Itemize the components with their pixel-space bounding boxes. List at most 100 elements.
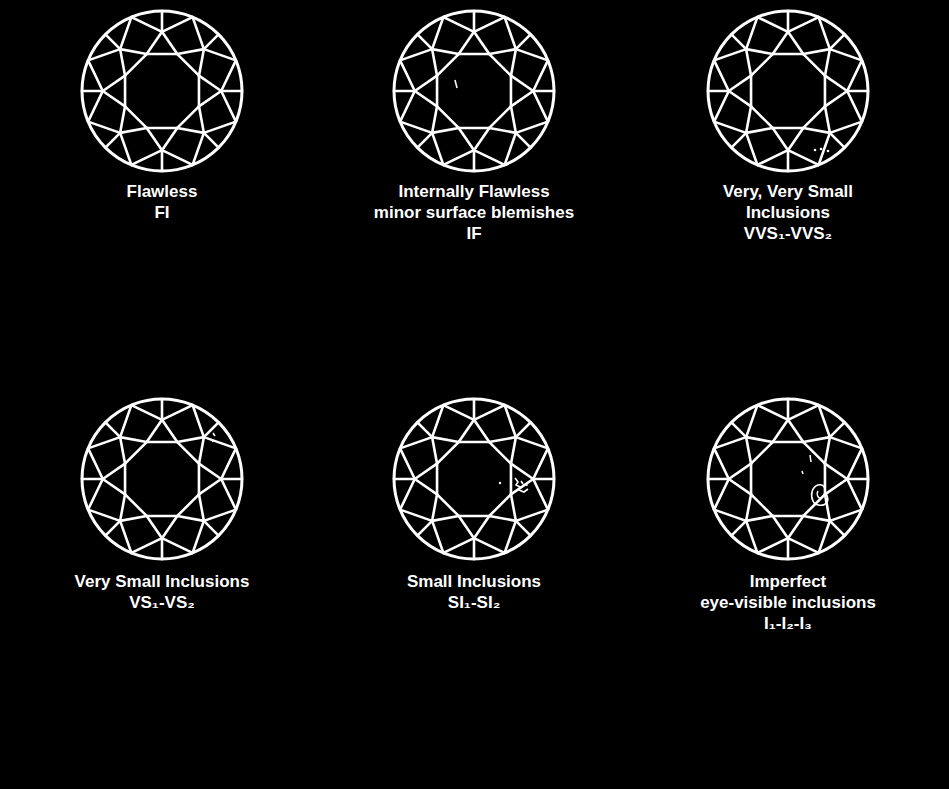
facet-line: [443, 405, 474, 420]
facet-line: [473, 11, 476, 32]
inclusion-blob: [812, 485, 828, 506]
grade-name: Internally Flawless: [324, 181, 624, 202]
facet-line: [417, 521, 432, 536]
facet-line: [199, 106, 204, 133]
facet-line: [161, 538, 164, 559]
facet-line: [511, 76, 533, 91]
facet-line: [516, 133, 531, 148]
facet-line: [147, 441, 178, 444]
inclusion-dot: [814, 149, 817, 152]
facet-line: [459, 516, 474, 538]
diamond-facets: [82, 399, 242, 559]
grade-code: IF: [324, 223, 624, 244]
diamond-facets: [708, 11, 868, 171]
facet-line: [120, 128, 147, 133]
facet-line: [731, 133, 746, 148]
facet-line: [177, 494, 199, 516]
facet-line: [415, 76, 437, 91]
facet-lines: [82, 399, 242, 559]
facet-line: [177, 49, 204, 54]
facet-line: [400, 479, 415, 510]
facet-line: [400, 60, 415, 91]
facet-line: [443, 150, 474, 165]
facet-line: [432, 494, 437, 521]
grade-code: eye-visible inclusions: [638, 592, 938, 613]
facet-line: [417, 34, 432, 49]
facet-line: [400, 91, 415, 122]
facet-line: [830, 34, 845, 49]
facet-line: [120, 49, 147, 54]
facet-line: [489, 49, 516, 54]
clarity-label-group: FlawlessFI: [12, 181, 312, 223]
facet-line: [516, 34, 531, 49]
facet-line: [474, 538, 505, 553]
facet-line: [103, 91, 125, 106]
facet-line: [394, 478, 415, 481]
facet-line: [221, 479, 236, 510]
facet-line: [162, 516, 177, 538]
facet-line: [177, 437, 204, 442]
facet-line: [199, 494, 204, 521]
facet-line: [161, 399, 164, 420]
grade-code: I₁-I₂-I₃: [638, 613, 938, 634]
facet-line: [788, 420, 803, 442]
facet-line: [788, 538, 819, 553]
facet-line: [750, 76, 753, 107]
facet-line: [105, 521, 120, 536]
facet-line: [830, 133, 845, 148]
facet-line: [88, 448, 103, 479]
facet-line: [417, 133, 432, 148]
facet-line: [105, 133, 120, 148]
facet-line: [757, 150, 788, 165]
facet-line: [204, 422, 219, 437]
facet-line: [511, 91, 533, 106]
facet-line: [474, 420, 489, 442]
facet-line: [199, 479, 221, 494]
facet-lines: [708, 11, 868, 171]
facet-line: [161, 150, 164, 171]
facet-line: [489, 442, 511, 464]
grade-code: VS₁-VS₂: [12, 592, 312, 613]
facet-line: [417, 422, 432, 437]
facet-line: [510, 76, 513, 107]
facet-line: [825, 49, 830, 76]
girdle-outline: [708, 11, 868, 171]
facet-line: [177, 442, 199, 464]
facet-line: [803, 54, 825, 76]
girdle-outline: [394, 399, 554, 559]
facet-line: [162, 405, 193, 420]
facet-line: [147, 420, 162, 442]
facet-line: [131, 17, 162, 32]
facet-line: [120, 516, 147, 521]
facet-line: [131, 538, 162, 553]
facet-line: [788, 516, 803, 538]
facet-line: [125, 54, 147, 76]
facet-line: [746, 437, 751, 464]
facet-line: [432, 437, 437, 464]
grade-name: Very, Very Small Inclusions: [713, 181, 863, 223]
facet-line: [714, 91, 729, 122]
facet-line: [198, 464, 201, 495]
facet-line: [773, 515, 804, 518]
facet-line: [788, 405, 819, 420]
facet-line: [746, 494, 751, 521]
facet-line: [757, 538, 788, 553]
clarity-label-group: Small InclusionsSI₁-SI₂: [324, 571, 624, 613]
facet-line: [437, 494, 459, 516]
clarity-label-group: Imperfecteye-visible inclusionsI₁-I₂-I₃: [638, 571, 938, 634]
facet-line: [120, 494, 125, 521]
facet-line: [204, 521, 219, 536]
facet-line: [533, 448, 548, 479]
facet-line: [847, 60, 862, 91]
facet-line: [105, 422, 120, 437]
facet-line: [803, 437, 830, 442]
facet-line: [131, 150, 162, 165]
facet-line: [124, 464, 127, 495]
facet-line: [437, 106, 459, 128]
facet-line: [459, 53, 490, 56]
grade-code: minor surface blemishes: [324, 202, 624, 223]
facet-line: [88, 479, 103, 510]
facet-line: [825, 479, 847, 494]
facet-line: [199, 49, 204, 76]
facet-line: [510, 464, 513, 495]
